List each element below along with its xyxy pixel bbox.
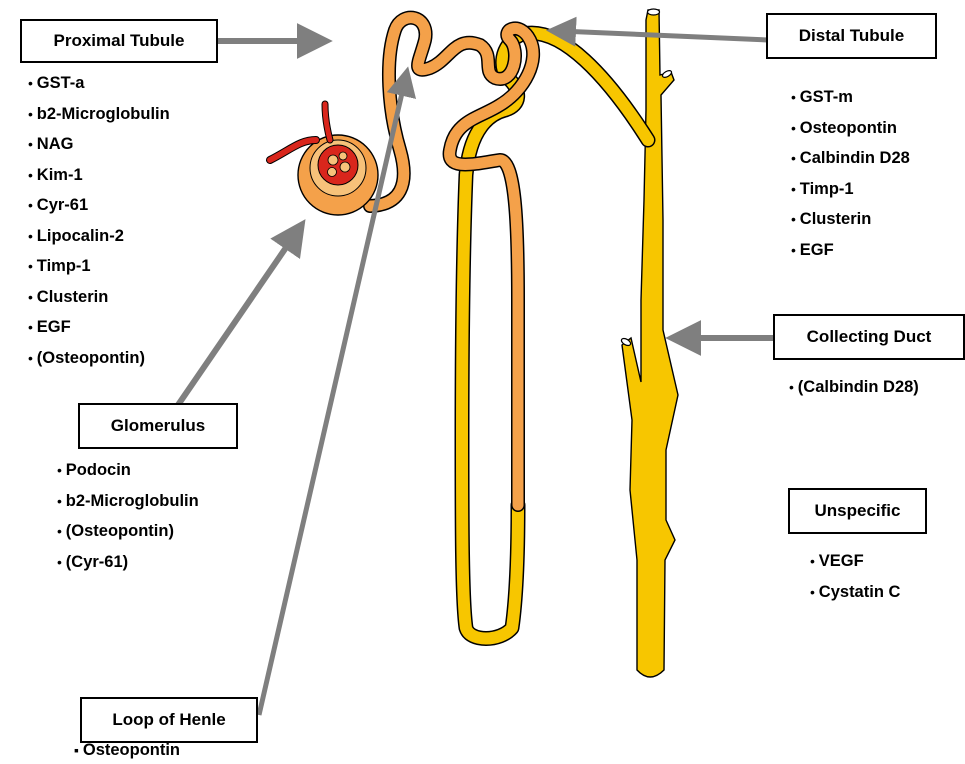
unspecific-marker-list: VEGF Cystatin C [810, 546, 900, 607]
collecting-duct-marker-list: (Calbindin D28) [789, 372, 919, 403]
marker-item: Clusterin [28, 282, 170, 313]
marker-item: (Osteopontin) [28, 343, 170, 374]
marker-item: (Osteopontin) [57, 516, 199, 547]
glomerulus-marker-list: Podocin b2-Microglobulin (Osteopontin) (… [57, 455, 199, 577]
marker-item: GST-a [28, 68, 170, 99]
marker-item: VEGF [810, 546, 900, 577]
arrow-distal-tubule [560, 31, 768, 40]
marker-item: Osteopontin [74, 738, 180, 762]
loop-of-henle-marker-list: Osteopontin [74, 738, 180, 762]
marker-item: (Calbindin D28) [789, 372, 919, 403]
proximal-tubule-shape [370, 18, 533, 505]
marker-item: GST-m [791, 82, 910, 113]
marker-item: EGF [28, 312, 170, 343]
unspecific-label: Unspecific [788, 488, 927, 534]
marker-item: Clusterin [791, 204, 910, 235]
marker-item: EGF [791, 235, 910, 266]
marker-item: Cyr-61 [28, 190, 170, 221]
marker-item: Lipocalin-2 [28, 221, 170, 252]
proximal-tubule-label: Proximal Tubule [20, 19, 218, 63]
collecting-duct-label: Collecting Duct [773, 314, 965, 360]
marker-item: b2-Microglobulin [57, 486, 199, 517]
distal-tubule-shape [462, 33, 648, 638]
arrow-glomerulus [178, 233, 296, 405]
marker-item: Podocin [57, 455, 199, 486]
marker-item: NAG [28, 129, 170, 160]
marker-item: Timp-1 [791, 174, 910, 205]
distal-tubule-marker-list: GST-m Osteopontin Calbindin D28 Timp-1 C… [791, 82, 910, 265]
marker-item: (Cyr-61) [57, 547, 199, 578]
marker-item: Calbindin D28 [791, 143, 910, 174]
marker-item: b2-Microglobulin [28, 99, 170, 130]
marker-item: Cystatin C [810, 577, 900, 608]
marker-item: Osteopontin [791, 113, 910, 144]
distal-tubule-label: Distal Tubule [766, 13, 937, 59]
glomerulus-shape [270, 104, 378, 215]
loop-of-henle-label: Loop of Henle [80, 697, 258, 743]
marker-item: Timp-1 [28, 251, 170, 282]
glomerulus-label: Glomerulus [78, 403, 238, 449]
proximal-tubule-marker-list: GST-a b2-Microglobulin NAG Kim-1 Cyr-61 … [28, 68, 170, 373]
marker-item: Kim-1 [28, 160, 170, 191]
